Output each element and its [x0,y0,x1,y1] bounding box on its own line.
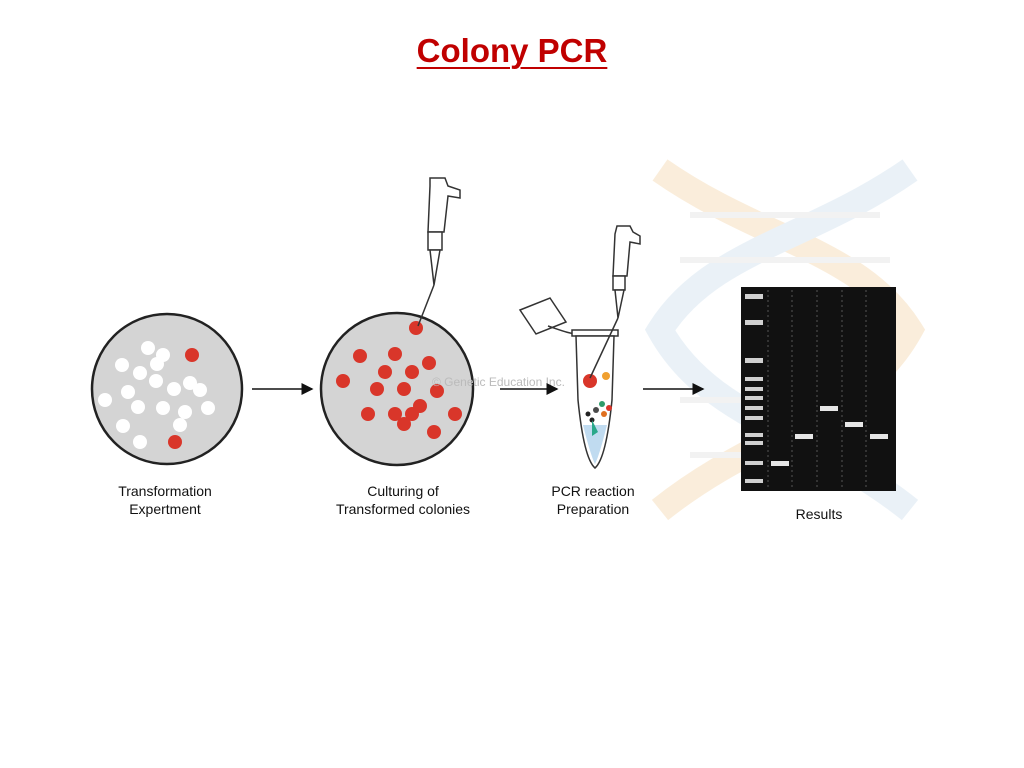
pcr-tube-icon [518,297,619,469]
caption-step1-line2: Expertment [129,501,201,517]
title-text: Colony PCR [416,32,608,69]
caption-step3-line2: Preparation [557,501,629,517]
caption-step2-line1: Culturing of [367,483,439,499]
lane-separators [767,290,867,488]
red-colonies [168,348,199,449]
watermark-text: © Genetic Education Inc. [432,375,565,389]
transformation-plate [90,312,244,466]
caption-step1-line1: Transformation [118,483,212,499]
gel-image [741,287,896,491]
tube-contents [583,372,612,464]
caption-results: Results [796,506,843,522]
pipette-icon [417,177,461,327]
white-colonies [98,341,215,449]
red-colonies-culture [336,321,462,439]
pipette-icon-2 [589,225,641,379]
culture-plate [319,311,475,467]
slide-title: Colony PCR [0,32,1024,70]
sample-bands [771,406,888,466]
ladder-bands [745,294,763,483]
caption-step3-line1: PCR reaction [551,483,634,499]
caption-step2-line2: Transformed colonies [336,501,470,517]
